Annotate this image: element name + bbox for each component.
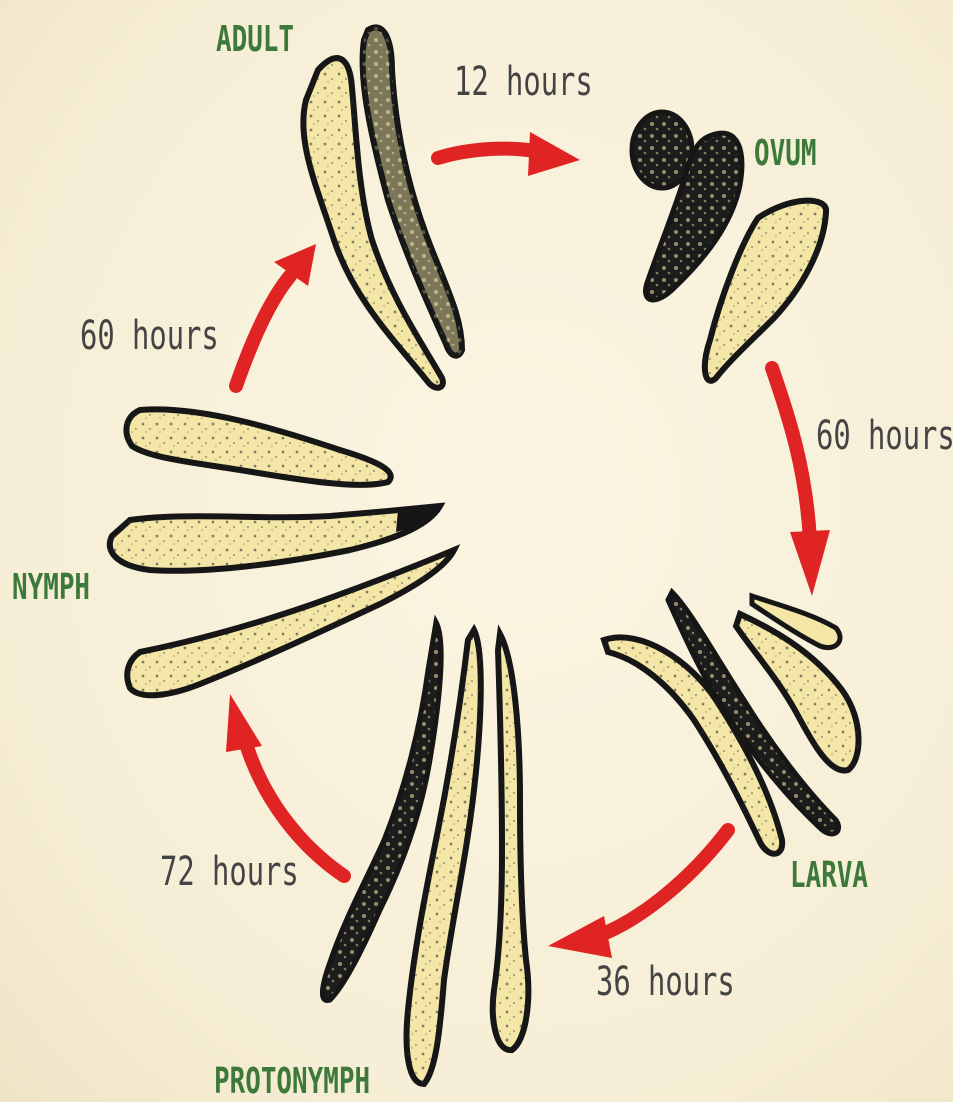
duration-label-protonymph-nymph: 72 hours xyxy=(160,852,299,892)
stage-label-nymph: NYMPH xyxy=(12,570,90,606)
arrow-adult-to-ovum xyxy=(438,132,580,176)
mite-protonymph-icon xyxy=(322,622,528,1084)
stage-label-protonymph: PROTONYMPH xyxy=(214,1064,370,1100)
duration-label-adult-ovum: 12 hours xyxy=(454,62,593,102)
stage-label-larva: LARVA xyxy=(790,858,868,894)
arrow-nymph-to-adult xyxy=(236,244,316,386)
stage-label-ovum: OVUM xyxy=(754,136,816,172)
mite-nymph-icon xyxy=(110,409,454,695)
stage-label-adult: ADULT xyxy=(216,22,294,58)
mite-larva-icon xyxy=(604,592,859,854)
arrow-ovum-to-larva xyxy=(772,368,830,596)
mite-adult-icon xyxy=(303,27,462,387)
arrow-larva-to-protonymph xyxy=(548,830,728,958)
duration-label-nymph-adult: 60 hours xyxy=(80,316,219,356)
duration-label-ovum-larva: 60 hours xyxy=(816,416,953,456)
duration-label-larva-protonymph: 36 hours xyxy=(596,962,735,1002)
